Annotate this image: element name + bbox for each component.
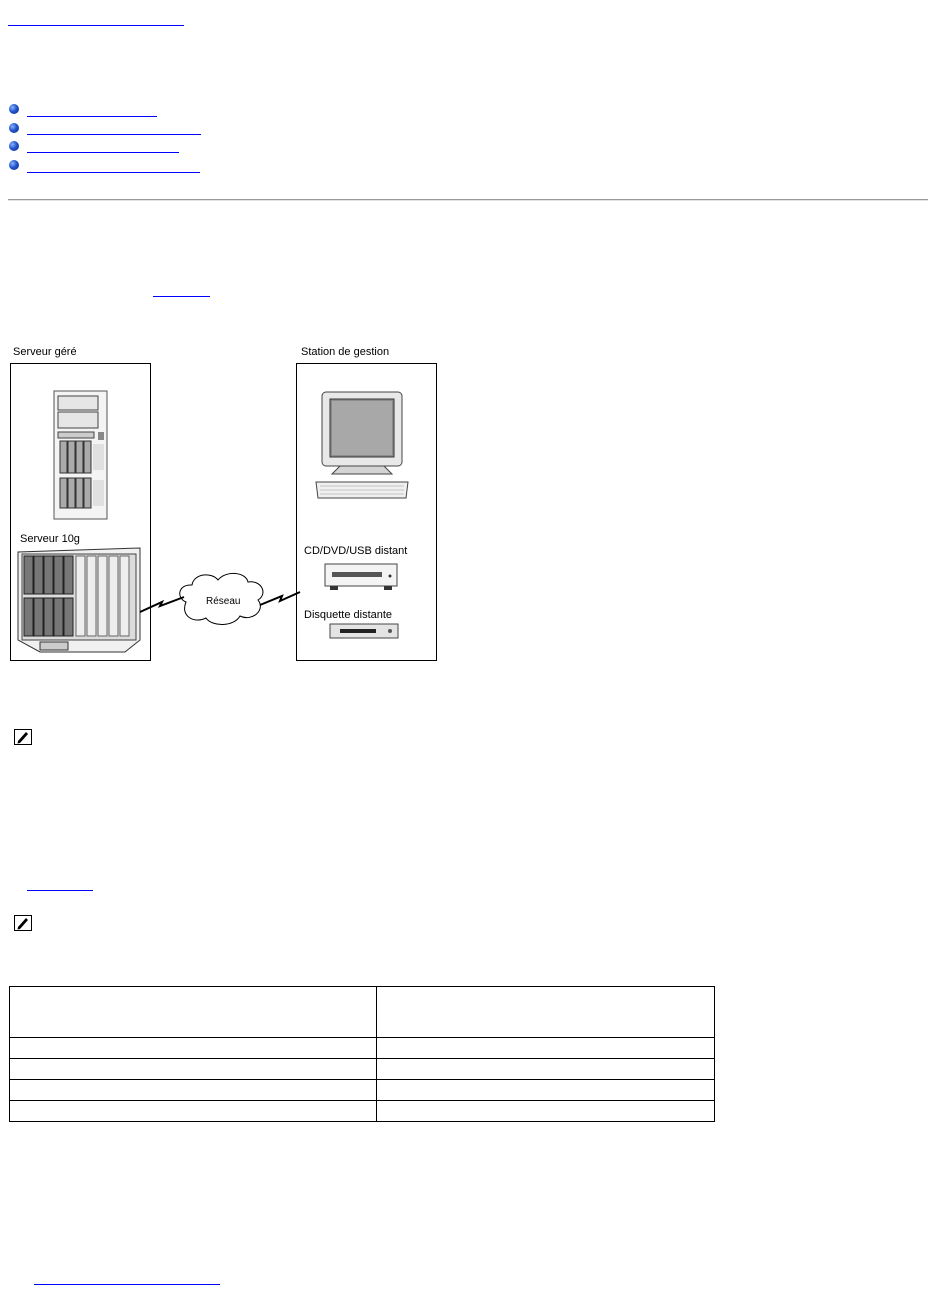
blade-server-label: Serveur 10g	[20, 533, 80, 545]
monitor-icon	[321, 391, 403, 475]
bullet-icon	[9, 104, 19, 114]
floppy-drive-icon	[329, 623, 399, 639]
note-icon	[14, 729, 32, 745]
network-diagram: Serveur géré Station de gestion	[0, 340, 450, 670]
network-label: Réseau	[206, 596, 241, 607]
table-cell	[9, 1037, 377, 1059]
remote-floppy-label: Disquette distante	[304, 609, 393, 621]
bullet-icon	[9, 160, 19, 170]
table-cell	[9, 1058, 377, 1080]
note-icon	[14, 915, 32, 931]
table-cell	[376, 1079, 715, 1101]
toc-link-3[interactable]	[27, 152, 179, 153]
blade-server-icon	[17, 547, 141, 653]
toc-link-2[interactable]	[27, 134, 201, 135]
network-cloud-icon	[179, 573, 264, 625]
toc-link-1[interactable]	[27, 116, 157, 117]
table-row	[9, 1100, 715, 1122]
section-divider	[8, 199, 928, 201]
table-header-cell	[376, 986, 715, 1038]
bullet-icon	[9, 123, 19, 133]
optical-drive-icon	[324, 563, 398, 590]
table-header-cell	[9, 986, 377, 1038]
table-row	[9, 1058, 715, 1080]
top-link[interactable]	[8, 25, 184, 26]
section-link[interactable]	[27, 890, 93, 891]
figure-link[interactable]	[153, 296, 210, 297]
remote-media-label: CD/DVD/USB distant	[304, 545, 408, 557]
table-cell	[9, 1100, 377, 1122]
toc-link-4[interactable]	[27, 172, 200, 173]
diagram-graphic	[10, 363, 437, 661]
table-header-row	[9, 986, 715, 1038]
table-cell	[376, 1100, 715, 1122]
data-table	[9, 986, 715, 1122]
tower-server-icon	[53, 390, 108, 520]
managed-server-label: Serveur géré	[13, 346, 77, 358]
table-cell	[376, 1058, 715, 1080]
bottom-link[interactable]	[34, 1284, 220, 1285]
management-station-label: Station de gestion	[301, 346, 390, 358]
table-cell	[376, 1037, 715, 1059]
table-row	[9, 1037, 715, 1059]
table-cell	[9, 1079, 377, 1101]
bullet-icon	[9, 141, 19, 151]
keyboard-icon	[315, 481, 409, 499]
table-row	[9, 1079, 715, 1101]
